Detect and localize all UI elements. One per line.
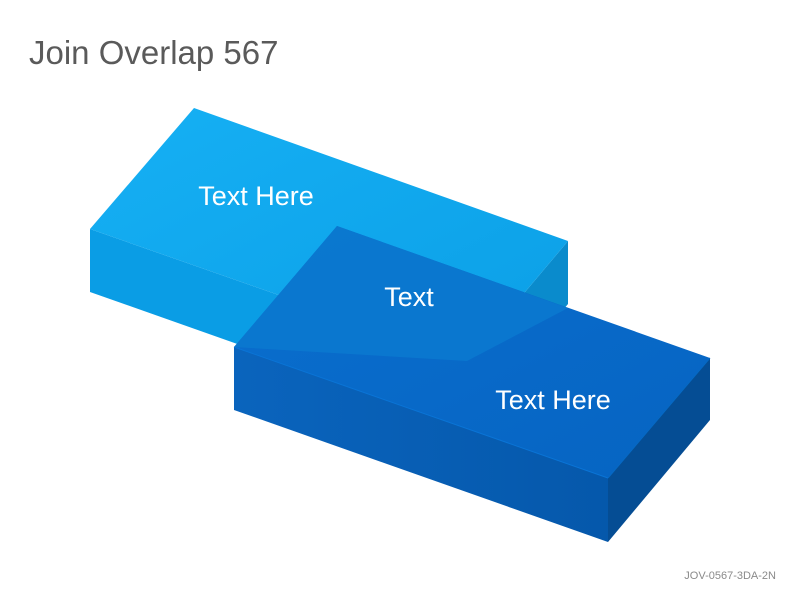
back-box-label: Text Here (198, 181, 314, 211)
front-box-front-face (234, 347, 608, 542)
front-box-right-face (608, 358, 710, 542)
slide-title: Join Overlap 567 (29, 34, 279, 71)
front-box-label: Text Here (495, 385, 611, 415)
overlap-region (234, 226, 568, 361)
slide-code: JOV-0567-3DA-2N (684, 570, 776, 582)
overlap-label: Text (384, 282, 434, 312)
